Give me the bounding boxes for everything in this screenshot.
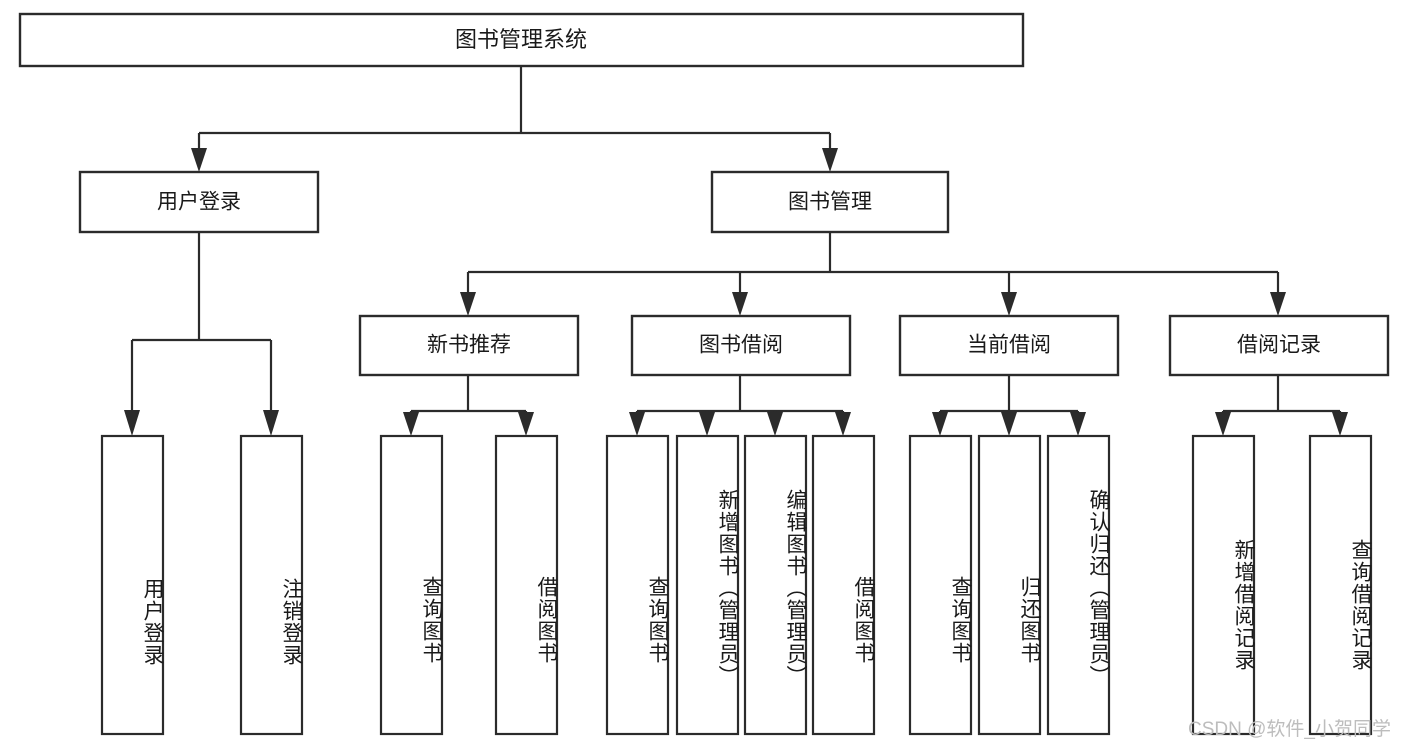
arrowhead-leaf-user-login	[124, 410, 140, 436]
arrowhead-br-leaf2	[1332, 412, 1348, 436]
arrowhead-book-borrow	[732, 292, 748, 316]
leaf-edit-book-box[interactable]	[743, 434, 808, 736]
node-root-box[interactable]	[18, 12, 1025, 68]
leaf-query-book-nb-box[interactable]	[379, 434, 444, 736]
leaf-return-book-box[interactable]	[977, 434, 1042, 736]
leaf-borrow-book-bb-box[interactable]	[811, 434, 876, 736]
node-new-book-recommend-label: 新书推荐	[427, 334, 511, 357]
arrowhead-cb-leaf1	[932, 412, 948, 436]
arrowhead-current-borrow	[1001, 292, 1017, 316]
leaf-confirm-return-box[interactable]	[1046, 434, 1111, 736]
arrowhead-bb-leaf3	[767, 412, 783, 436]
node-borrow-record-label: 借阅记录	[1237, 334, 1321, 357]
arrowhead-leaf-logout	[263, 410, 279, 436]
arrowhead-bb-leaf2	[699, 412, 715, 436]
arrowhead-cb-leaf2	[1001, 412, 1017, 436]
arrowhead-bb-leaf4	[835, 412, 851, 436]
arrowhead-br-leaf1	[1215, 412, 1231, 436]
node-book-management-label: 图书管理	[788, 191, 872, 214]
arrowhead-nb-leaf2	[518, 412, 534, 436]
leaf-add-book-box[interactable]	[675, 434, 740, 736]
leaf-query-book-bb-box[interactable]	[605, 434, 670, 736]
leaf-user-login-box[interactable]	[100, 434, 165, 736]
leaf-add-record-box[interactable]	[1191, 434, 1256, 736]
leaf-logout-box[interactable]	[239, 434, 304, 736]
node-new-book-recommend-box[interactable]	[358, 314, 580, 377]
node-layer: 图书管理系统 用户登录 图书管理 新书推荐 图书借阅 当前借阅 借阅记录	[18, 12, 1390, 736]
node-user-login-label: 用户登录	[157, 191, 241, 214]
arrowhead-borrow-record	[1270, 292, 1286, 316]
arrowhead-bb-leaf1	[629, 412, 645, 436]
leaf-query-book-cb-box[interactable]	[908, 434, 973, 736]
node-book-borrow-box[interactable]	[630, 314, 852, 377]
node-book-management-box[interactable]	[710, 170, 950, 234]
node-book-borrow-label: 图书借阅	[699, 334, 783, 357]
watermark-text: CSDN @软件_小贺同学	[1188, 719, 1391, 740]
node-user-login-box[interactable]	[78, 170, 320, 234]
node-borrow-record-box[interactable]	[1168, 314, 1390, 377]
node-current-borrow-box[interactable]	[898, 314, 1120, 377]
node-current-borrow-label: 当前借阅	[967, 334, 1051, 357]
leaf-borrow-book-nb-box[interactable]	[494, 434, 559, 736]
node-root-label: 图书管理系统	[455, 27, 587, 52]
arrowhead-book-mgmt	[822, 148, 838, 172]
arrowhead-new-book	[460, 292, 476, 316]
arrowhead-nb-leaf1	[403, 412, 419, 436]
arrowhead-user-login	[191, 148, 207, 172]
connector-layer	[124, 66, 1348, 436]
arrowhead-cb-leaf3	[1070, 412, 1086, 436]
leaf-query-record-box[interactable]	[1308, 434, 1373, 736]
